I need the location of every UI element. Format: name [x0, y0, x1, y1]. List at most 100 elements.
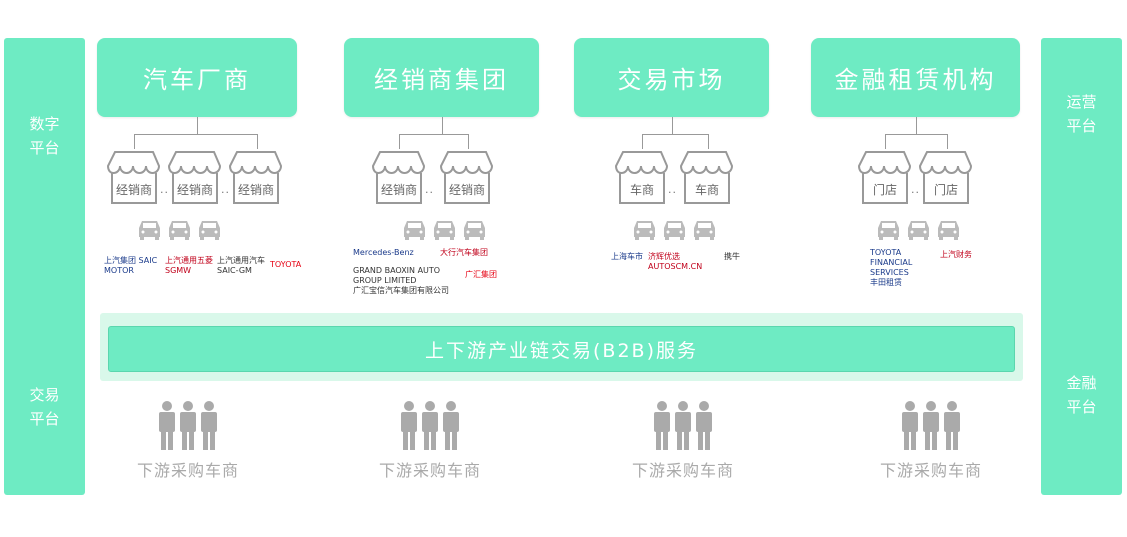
store: 经销商 [106, 150, 161, 205]
connector-branch [399, 134, 469, 149]
buyer-group-icon [901, 400, 961, 450]
store-label: 门店 [872, 183, 897, 197]
buyer-group-icon [400, 400, 460, 450]
connector-line [441, 117, 443, 134]
car [876, 219, 901, 241]
brand-logo: 上汽通用汽车 SAIC-GM [217, 256, 265, 275]
people-icon [401, 401, 459, 450]
store: 经销商 [439, 150, 494, 205]
brand-logo: GRAND BAOXIN AUTO GROUP LIMITED 广汇宝信汽车集团… [353, 266, 449, 295]
store-label: 门店 [933, 183, 958, 197]
car [906, 219, 931, 241]
store-label: 经销商 [176, 183, 213, 197]
category-box-3: 金融租赁机构 [811, 38, 1020, 117]
category-title: 经销商集团 [374, 66, 509, 94]
connector-line [671, 117, 673, 134]
store-icon [439, 151, 494, 204]
car [692, 219, 717, 241]
store-label: 经销商 [380, 183, 417, 197]
store: 车商 [679, 150, 734, 205]
brand-logo: 携牛 [724, 252, 740, 261]
store: 经销商 [167, 150, 222, 205]
car [402, 219, 427, 241]
downstream-buyer-label: 下游采购车商 [631, 461, 734, 480]
brand-logo: 大行汽车集团 [440, 248, 488, 257]
car [936, 219, 961, 241]
ellipsis: ·· [911, 186, 920, 199]
car [462, 219, 487, 241]
brand-logo: TOYOTA [270, 260, 302, 269]
brand-logo: 济辉优选 AUTOSCM.CN [648, 252, 703, 271]
store-icon [918, 151, 973, 204]
car-icon [433, 221, 455, 240]
operations-platform-label: 运营 平台 [1066, 93, 1097, 135]
store-label: 经销商 [448, 183, 485, 197]
car [167, 219, 192, 241]
left-platform-bar: 数字 平台 交易 平台 [4, 38, 85, 495]
car-icon [199, 221, 220, 240]
people-icon [654, 401, 712, 450]
store-label: 经销商 [115, 183, 152, 197]
car-icon [877, 221, 899, 240]
downstream-buyer-label: 下游采购车商 [879, 461, 982, 480]
right-platform-bar: 运营 平台 金融 平台 [1041, 38, 1122, 495]
brand-logo: 上汽通用五菱 SGMW [165, 256, 213, 275]
store-label: 经销商 [237, 183, 274, 197]
car [632, 219, 657, 241]
store-icon [106, 151, 161, 204]
car [662, 219, 687, 241]
store-icon [167, 151, 222, 204]
buyer-group-icon [653, 400, 713, 450]
store: 门店 [918, 150, 973, 205]
service-band: 上下游产业链交易(B2B)服务 [100, 313, 1023, 381]
connector-line [915, 117, 917, 134]
store-icon [371, 151, 426, 204]
car-icon [693, 221, 715, 240]
downstream-buyer-label: 下游采购车商 [378, 461, 481, 480]
category-box-0: 汽车厂商 [97, 38, 297, 117]
car [137, 219, 162, 241]
b2b-service-label: 上下游产业链交易(B2B)服务 [108, 326, 1015, 372]
brand-logo: 上汽集团 SAIC MOTOR [104, 256, 158, 275]
downstream-buyer-label: 下游采购车商 [136, 461, 239, 480]
connector-branch [642, 134, 709, 149]
car-icon [663, 221, 685, 240]
store-icon [614, 151, 669, 204]
car-icon [937, 221, 959, 240]
car [432, 219, 457, 241]
store-label: 车商 [629, 183, 654, 197]
car-icon [463, 221, 485, 240]
ellipsis: ·· [221, 186, 230, 199]
store: 车商 [614, 150, 669, 205]
store-label: 车商 [694, 183, 719, 197]
car-icon [139, 221, 160, 240]
category-box-2: 交易市场 [574, 38, 769, 117]
people-icon [159, 401, 217, 450]
brand-logo: TOYOTA FINANCIAL SERVICES 丰田租赁 [870, 248, 913, 287]
connector-branch [885, 134, 948, 149]
buyer-group-icon [158, 400, 218, 450]
category-box-1: 经销商集团 [344, 38, 539, 117]
category-title: 汽车厂商 [143, 66, 251, 94]
ellipsis: ·· [425, 186, 434, 199]
car-icon [633, 221, 655, 240]
connector-line [197, 117, 198, 134]
store: 经销商 [228, 150, 283, 205]
trading-platform-label: 交易 平台 [29, 386, 60, 428]
ellipsis: ·· [668, 186, 677, 199]
store: 门店 [857, 150, 912, 205]
store: 经销商 [371, 150, 426, 205]
store-icon [228, 151, 283, 204]
category-title: 金融租赁机构 [834, 66, 997, 94]
digital-platform-label: 数字 平台 [29, 115, 60, 157]
brand-logo: Mercedes-Benz [353, 248, 414, 257]
people-icon [902, 401, 960, 450]
category-title: 交易市场 [617, 66, 726, 94]
finance-platform-label: 金融 平台 [1066, 374, 1097, 416]
ellipsis: ·· [160, 186, 169, 199]
car-icon [169, 221, 190, 240]
brand-logo: 上汽财务 [940, 250, 972, 259]
car-icon [907, 221, 929, 240]
car [197, 219, 222, 241]
brand-logo: 广汇集团 [465, 270, 497, 279]
